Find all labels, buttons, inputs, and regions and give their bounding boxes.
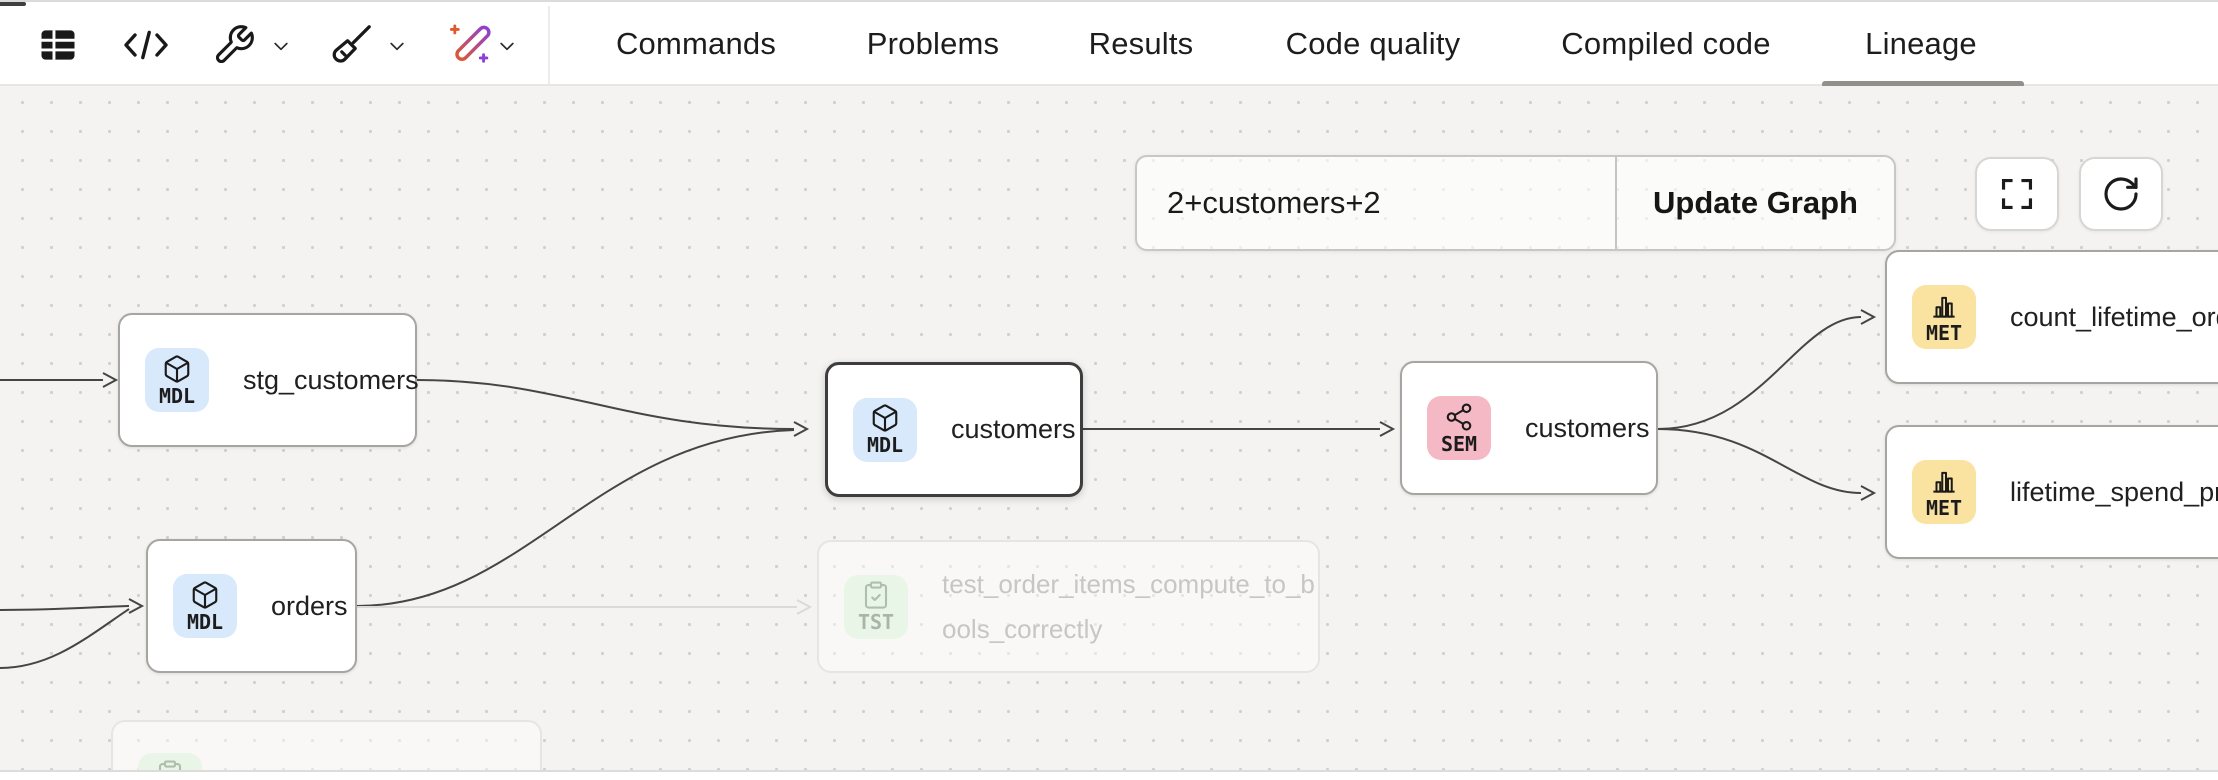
- code-icon[interactable]: [122, 26, 170, 64]
- ai-assist-chevron-down-icon[interactable]: [494, 36, 520, 56]
- lineage-selector-bar: Update Graph: [1135, 155, 1896, 251]
- tab-code-quality[interactable]: Code quality: [1285, 26, 1461, 61]
- edge-arrowhead-orders: [128, 598, 145, 614]
- test-clipboard-icon: [158, 759, 182, 770]
- badge-type-label: TST: [857, 610, 895, 634]
- edge-stg_customers-to-customers_model: [416, 379, 795, 430]
- node-badge-sem: SEM: [1427, 396, 1491, 460]
- node-label: orders: [271, 590, 348, 621]
- lineage-node-customers_model[interactable]: MDL customers: [825, 362, 1083, 497]
- fullscreen-button[interactable]: [1975, 157, 2059, 231]
- badge-type-label: MET: [1925, 320, 1963, 345]
- update-graph-button[interactable]: Update Graph: [1617, 157, 1894, 249]
- lineage-node-partial_test_node[interactable]: TST: [111, 720, 542, 770]
- node-badge-mdl: MDL: [853, 397, 917, 462]
- lineage-node-test_order_items[interactable]: TST test_order_items_compute_to_bools_cor…: [817, 540, 1320, 673]
- badge-type-label: MET: [1925, 495, 1963, 520]
- badge-type-label: SEM: [1440, 431, 1478, 456]
- node-badge-met: MET: [1912, 460, 1976, 524]
- lineage-node-stg_customers[interactable]: MDL stg_customers: [118, 313, 419, 447]
- badge-type-label: MDL: [866, 433, 904, 457]
- refresh-icon: [2104, 177, 2138, 211]
- edge-orders-to-customers_model: [356, 429, 795, 607]
- edge-arrowhead-test_order_items: [796, 599, 813, 615]
- edge-arrowhead-lifetime_spend_preta: [1860, 485, 1877, 501]
- tab-lineage[interactable]: Lineage: [1865, 26, 1977, 61]
- top-edge-accent: [0, 2, 26, 6]
- lineage-edges: [0, 309, 1877, 669]
- edge-offscreen-left-to-orders: [0, 608, 130, 669]
- node-badge-tst: TST: [844, 574, 908, 639]
- model-cube-icon: [872, 404, 898, 432]
- node-label: count_lifetime_order: [2010, 301, 2218, 332]
- bottom-strip: [0, 770, 2218, 780]
- active-tab-indicator: [1822, 81, 2024, 88]
- node-badge-tst: TST: [138, 753, 202, 770]
- edge-customers_semantic-to-count_lifetime_order: [1657, 316, 1862, 430]
- badge-type-label: MDL: [186, 609, 224, 634]
- table-view-icon[interactable]: [36, 23, 80, 67]
- fullscreen-icon: [2001, 178, 2033, 210]
- lineage-selector-input[interactable]: [1137, 157, 1615, 249]
- node-label: test_order_items_compute_to_bools_correc…: [942, 568, 1315, 644]
- node-label: stg_customers: [243, 364, 419, 395]
- build-tools-icon[interactable]: [212, 23, 256, 67]
- edge-offscreen-left-to-orders: [0, 605, 130, 611]
- edge-arrowhead-customers_model: [793, 421, 810, 437]
- badge-type-label: MDL: [158, 383, 196, 408]
- refresh-button[interactable]: [2079, 157, 2163, 231]
- top-toolbar: Commands Problems Results Code quality Compi…: [0, 0, 2218, 88]
- tab-results[interactable]: Results: [1088, 26, 1194, 61]
- selector-divider: [1615, 157, 1617, 249]
- metric-bar-chart-icon: [1933, 471, 1955, 493]
- tab-commands[interactable]: Commands: [615, 26, 777, 61]
- clean-sweep-icon[interactable]: [328, 22, 374, 68]
- node-badge-mdl: MDL: [173, 574, 237, 638]
- test-clipboard-icon: [864, 581, 888, 609]
- tab-compiled-code[interactable]: Compiled code: [1561, 26, 1771, 61]
- build-tools-chevron-down-icon[interactable]: [268, 36, 294, 56]
- toolbar-divider: [548, 6, 550, 84]
- lineage-node-orders[interactable]: MDL orders: [146, 539, 357, 673]
- edge-customers_semantic-to-lifetime_spend_preta: [1657, 428, 1862, 494]
- clean-sweep-chevron-down-icon[interactable]: [384, 36, 410, 56]
- node-badge-mdl: MDL: [145, 348, 209, 412]
- model-cube-icon: [164, 354, 190, 383]
- semantic-graph-icon: [1446, 402, 1472, 431]
- tab-problems[interactable]: Problems: [866, 26, 1000, 61]
- metric-bar-chart-icon: [1933, 296, 1955, 318]
- node-label: customers: [1525, 412, 1650, 443]
- ai-assist-icon[interactable]: [446, 21, 492, 67]
- edge-arrowhead-stg_customers: [102, 372, 119, 388]
- edge-arrowhead-count_lifetime_order: [1860, 309, 1877, 325]
- lineage-node-lifetime_spend_preta[interactable]: MET lifetime_spend_preta: [1885, 425, 2218, 559]
- lineage-node-customers_semantic[interactable]: SEM customers: [1400, 361, 1658, 495]
- model-cube-icon: [192, 580, 218, 609]
- lineage-node-count_lifetime_order[interactable]: MET count_lifetime_order: [1885, 250, 2218, 384]
- node-badge-met: MET: [1912, 285, 1976, 349]
- node-label: customers: [951, 414, 1076, 444]
- node-label: lifetime_spend_preta: [2010, 476, 2218, 507]
- edge-arrowhead-customers_semantic: [1379, 421, 1396, 437]
